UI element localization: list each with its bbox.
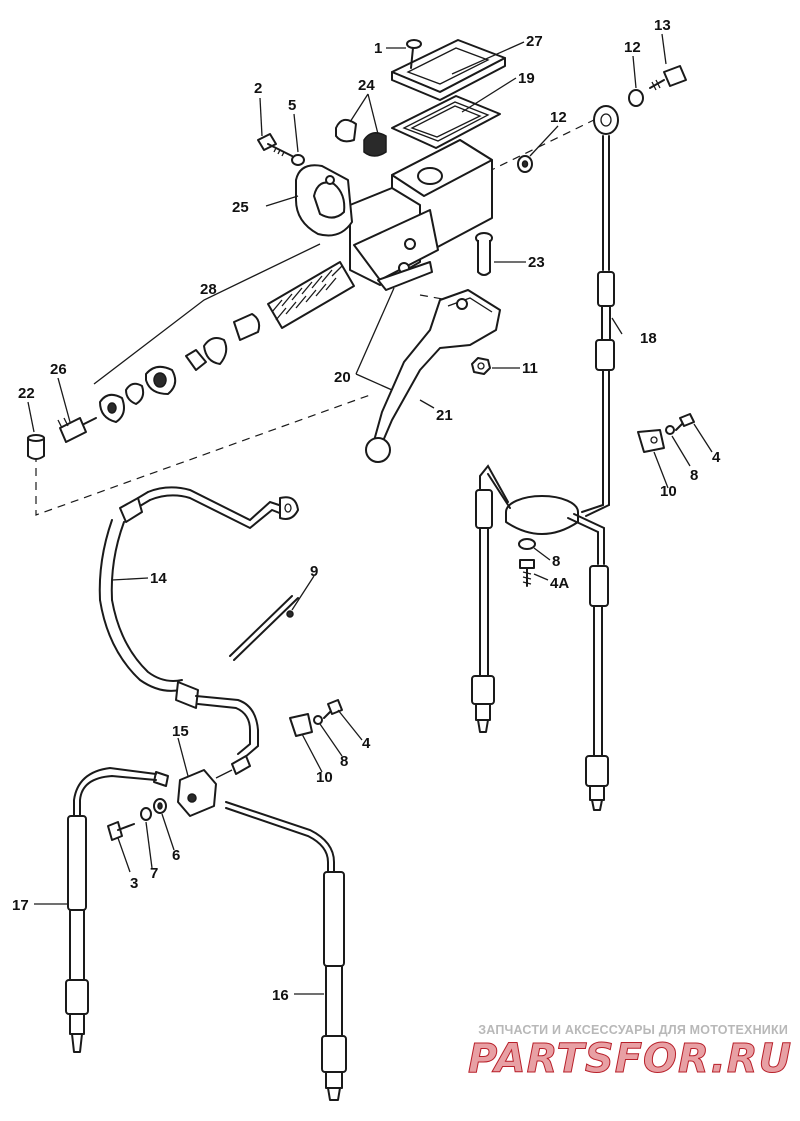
callout-4-lower: 4 [362,735,371,752]
callout-7: 7 [150,865,158,882]
watermark-logo: PARTSFOR.RU [468,1036,792,1082]
callout-19: 19 [518,70,535,87]
part-10-clip-lower [289,713,313,737]
callout-13: 13 [654,17,671,34]
part-24-rubber-boot [335,118,387,157]
callout-12-lower: 12 [550,109,567,126]
callout-10-upper: 10 [660,483,677,500]
callout-4A: 4A [550,575,569,592]
callout-labels: 1 27 19 2 5 24 12 12 13 25 23 28 20 21 1… [12,17,721,1004]
part-9-cable-strap [229,595,299,661]
part-27-reservoir-cover [391,39,506,101]
part-12-washer-upper [628,89,644,107]
callout-18: 18 [640,330,657,347]
watermark: ЗАПЧАСТИ И АКСЕССУАРЫ ДЛЯ МОТОТЕХНИКИ PA… [468,1023,792,1082]
part-19-cover-gasket [391,95,501,149]
part-21-brake-lever [365,289,501,463]
part-2-clamp-bolt [257,133,293,157]
callout-2: 2 [254,80,262,97]
callout-21: 21 [436,407,453,424]
part-10-clip-upper [637,429,665,453]
part-22-switch-cap [27,434,45,460]
right-caliper-brake-line [567,513,609,811]
callout-24: 24 [358,77,375,94]
callout-16: 16 [272,987,289,1004]
front-brake-junction-block [505,495,579,535]
part-8-lock-washer-b [665,425,675,435]
callout-27: 27 [526,33,543,50]
callout-28: 28 [200,281,217,298]
part-6-washer [153,798,167,814]
part-8-lock-washer-a [518,538,536,550]
callout-3: 3 [130,875,138,892]
part-8-lock-washer-c [313,715,323,725]
callout-leader-lines [27,33,713,995]
watermark-caption: ЗАПЧАСТИ И АКСЕССУАРЫ ДЛЯ МОТОТЕХНИКИ [478,1023,788,1037]
callout-8-upper: 8 [690,467,698,484]
part-11-lever-nut [471,357,491,375]
watermark-logo-right: FOR.RU [614,1036,793,1082]
part-23-pivot-pin [475,232,493,276]
callout-8-middle: 8 [552,553,560,570]
part-7-lock-washer [140,807,152,821]
callout-12-upper: 12 [624,39,641,56]
part-3-tee-bolt [107,821,135,841]
callout-6: 6 [172,847,180,864]
part-28-piston-kit [99,261,355,423]
part-16-brake-line [225,801,347,1101]
part-15-brake-line-tee [153,755,251,817]
callout-23: 23 [528,254,545,271]
callout-26: 26 [50,361,67,378]
left-caliper-brake-line [471,464,511,733]
part-13-banjo-bolt [649,65,687,91]
part-1-cover-screw [406,39,422,69]
part-4A-mounting-bolt [519,559,535,587]
part-12-washer-lower [517,155,533,173]
part-14-brake-hose [98,486,299,759]
callout-9: 9 [310,563,318,580]
part-25-handlebar-clamp [295,164,353,237]
callout-25: 25 [232,199,249,216]
part-20-master-cylinder-body [349,139,493,291]
callout-1: 1 [374,40,382,57]
part-4-screw-lower [323,699,343,719]
watermark-logo-left: PARTS [468,1036,615,1082]
part-18-front-brake-hose-upper [581,105,619,517]
part-26-stoplight-switch [57,417,97,443]
callout-20: 20 [334,369,351,386]
part-4-screw-upper [675,413,695,431]
callout-14: 14 [150,570,167,587]
part-17-brake-line [65,766,157,1053]
callout-22: 22 [18,385,35,402]
callout-11: 11 [522,360,538,377]
callout-17: 17 [12,897,29,914]
callout-4-upper: 4 [712,449,721,466]
callout-15: 15 [172,723,189,740]
callout-10-lower: 10 [316,769,333,786]
callout-5: 5 [288,97,296,114]
part-5-lock-washer [291,154,305,166]
callout-8-lower: 8 [340,753,348,770]
